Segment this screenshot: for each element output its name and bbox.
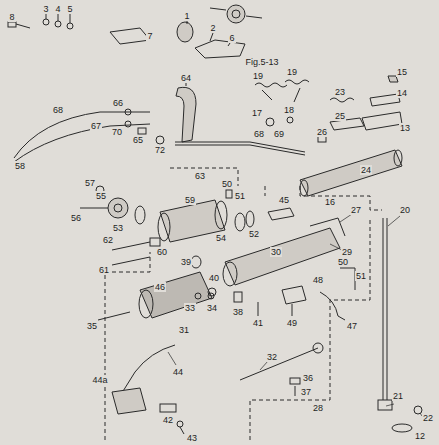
callout-number: 55 <box>95 191 107 201</box>
callout-number: 67 <box>90 121 102 131</box>
link-rod <box>175 145 305 155</box>
callout-number: 51 <box>234 191 246 201</box>
callout-number: 25 <box>334 111 346 121</box>
callout-number: 14 <box>396 88 408 98</box>
leader-lines <box>168 214 422 416</box>
shift-rods <box>112 218 422 434</box>
callout-number: 50 <box>337 257 349 267</box>
callout-number: 15 <box>396 67 408 77</box>
callout-number: 44a <box>91 375 108 385</box>
callout-number: 20 <box>399 205 411 215</box>
callout-number: 33 <box>184 303 196 313</box>
callout-number: 64 <box>180 73 192 83</box>
callout-number: 42 <box>162 415 174 425</box>
callout-number: 19 <box>286 67 298 77</box>
callout-number: 22 <box>422 413 434 423</box>
callout-number: 68 <box>52 105 64 115</box>
callout-number: 28 <box>312 403 324 413</box>
callout-number: 54 <box>215 233 227 243</box>
right-hardware <box>255 76 402 196</box>
callout-number: 24 <box>360 165 372 175</box>
callout-number: 66 <box>112 98 124 108</box>
throttle-bracket <box>14 82 196 162</box>
callout-number: 65 <box>132 135 144 145</box>
callout-number: 70 <box>111 127 123 137</box>
callout-number: 6 <box>228 33 235 43</box>
callout-number: 2 <box>209 23 216 33</box>
callout-number: 17 <box>251 108 263 118</box>
callout-number: 34 <box>206 303 218 313</box>
callout-number: 12 <box>414 431 426 441</box>
callout-number: 18 <box>283 105 295 115</box>
callout-number: 26 <box>316 127 328 137</box>
callout-number: 30 <box>270 247 282 257</box>
callout-number: 46 <box>154 282 166 292</box>
callout-number: 52 <box>248 229 260 239</box>
link-rod <box>175 142 305 152</box>
callout-number: 51 <box>355 271 367 281</box>
callout-number: 50 <box>221 179 233 189</box>
callout-number: 57 <box>84 178 96 188</box>
callout-number: 49 <box>286 318 298 328</box>
callout-number: 56 <box>70 213 82 223</box>
callout-number: 7 <box>146 31 153 41</box>
callout-number: 31 <box>178 325 190 335</box>
callout-number: 53 <box>112 223 124 233</box>
callout-number: 48 <box>312 275 324 285</box>
tiller-arm <box>98 218 355 320</box>
callout-number: 13 <box>399 123 411 133</box>
callout-number: 5 <box>66 4 73 14</box>
callout-number: 1 <box>183 11 190 21</box>
callout-number: 29 <box>341 247 353 257</box>
callout-number: 41 <box>252 318 264 328</box>
callout-number: 43 <box>186 433 198 443</box>
callout-number: 60 <box>156 247 168 257</box>
callout-number: 39 <box>180 257 192 267</box>
callout-number: 4 <box>54 4 61 14</box>
callout-number: 32 <box>266 352 278 362</box>
callout-number: 19 <box>252 71 264 81</box>
callout-number: 58 <box>14 161 26 171</box>
assembly-outline <box>105 168 382 440</box>
callout-number: 38 <box>232 307 244 317</box>
callout-number: 45 <box>278 195 290 205</box>
callout-number: 63 <box>194 171 206 181</box>
callout-number: 35 <box>86 321 98 331</box>
callout-number: 21 <box>392 391 404 401</box>
callout-number: 68 <box>253 129 265 139</box>
callout-number: 37 <box>300 387 312 397</box>
top-hardware <box>8 5 262 58</box>
callout-number: 27 <box>350 205 362 215</box>
callout-number: 72 <box>154 145 166 155</box>
callout-number: 44 <box>172 367 184 377</box>
callout-number: 62 <box>102 235 114 245</box>
callout-number: 40 <box>208 273 220 283</box>
callout-number: 47 <box>346 321 358 331</box>
callout-number: 23 <box>334 87 346 97</box>
callout-number: 16 <box>324 197 336 207</box>
callout-number: 59 <box>184 195 196 205</box>
callout-number: Fig.5-13 <box>244 57 279 67</box>
callout-number: 3 <box>42 4 49 14</box>
callout-number: 36 <box>302 373 314 383</box>
callout-number: 61 <box>98 265 110 275</box>
callout-number: 8 <box>8 12 15 22</box>
callout-number: 69 <box>273 129 285 139</box>
